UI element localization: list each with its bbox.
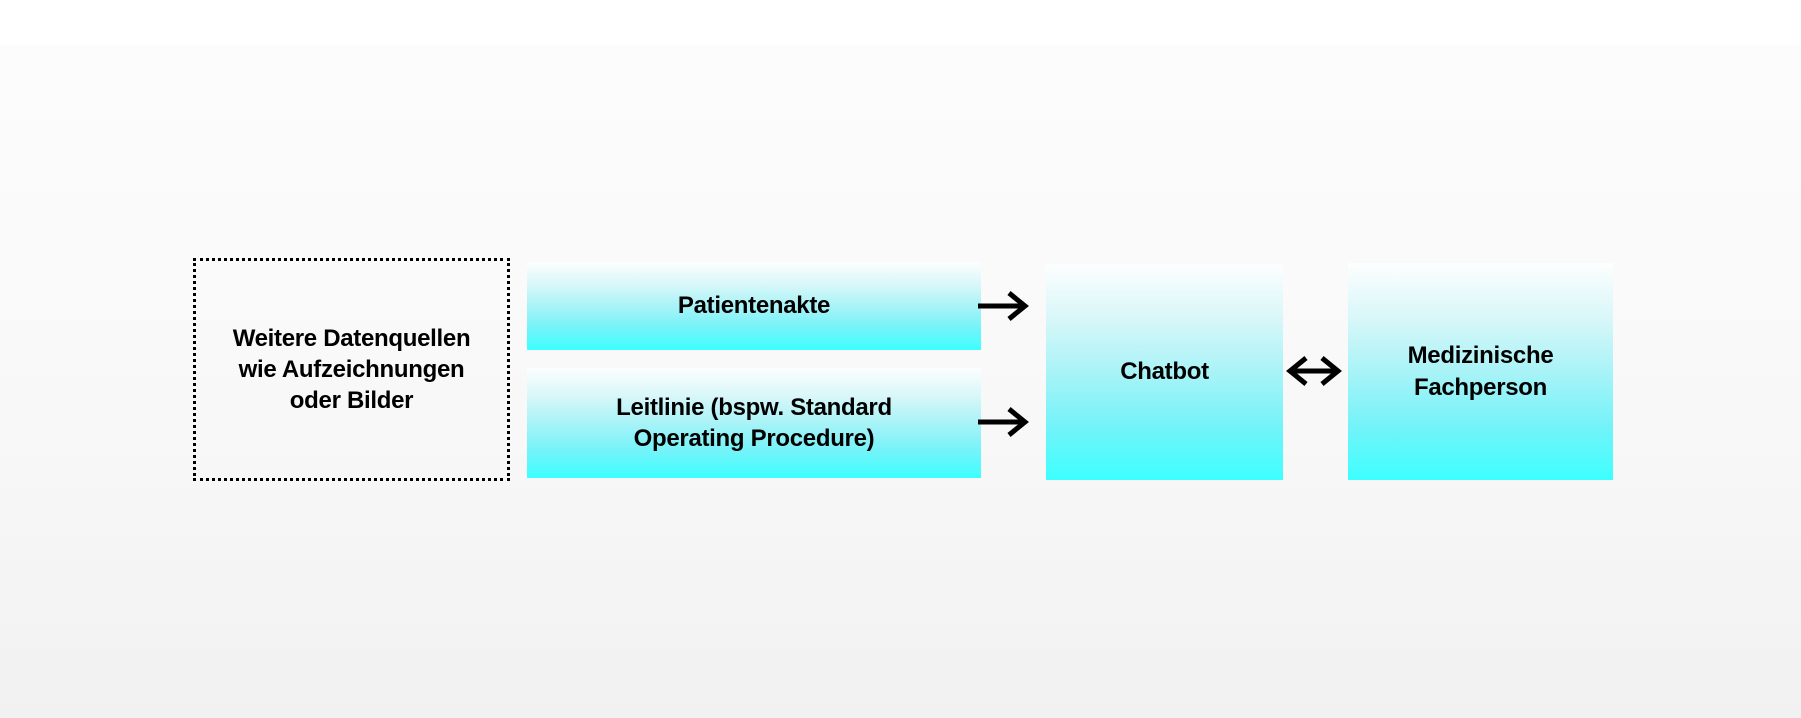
node-chatbot: Chatbot bbox=[1046, 264, 1283, 480]
node-chatbot-label: Chatbot bbox=[1120, 358, 1209, 386]
node-patient-record: Patientenakte bbox=[527, 262, 981, 350]
node-data-sources: Weitere Datenquellen wie Aufzeichnungen … bbox=[193, 258, 510, 481]
arrow-left-right-icon bbox=[1284, 351, 1344, 391]
node-guideline-label: Leitlinie (bspw. Standard Operating Proc… bbox=[616, 393, 892, 452]
node-data-sources-label: Weitere Datenquellen wie Aufzeichnungen … bbox=[232, 324, 471, 415]
node-guideline: Leitlinie (bspw. Standard Operating Proc… bbox=[527, 368, 981, 478]
node-professional-label: Medizinische Fachperson bbox=[1407, 342, 1554, 401]
arrow-right-icon bbox=[976, 402, 1030, 442]
node-professional: Medizinische Fachperson bbox=[1348, 263, 1613, 480]
arrow-right-icon bbox=[976, 286, 1030, 326]
node-patient-record-label: Patientenakte bbox=[677, 292, 831, 320]
